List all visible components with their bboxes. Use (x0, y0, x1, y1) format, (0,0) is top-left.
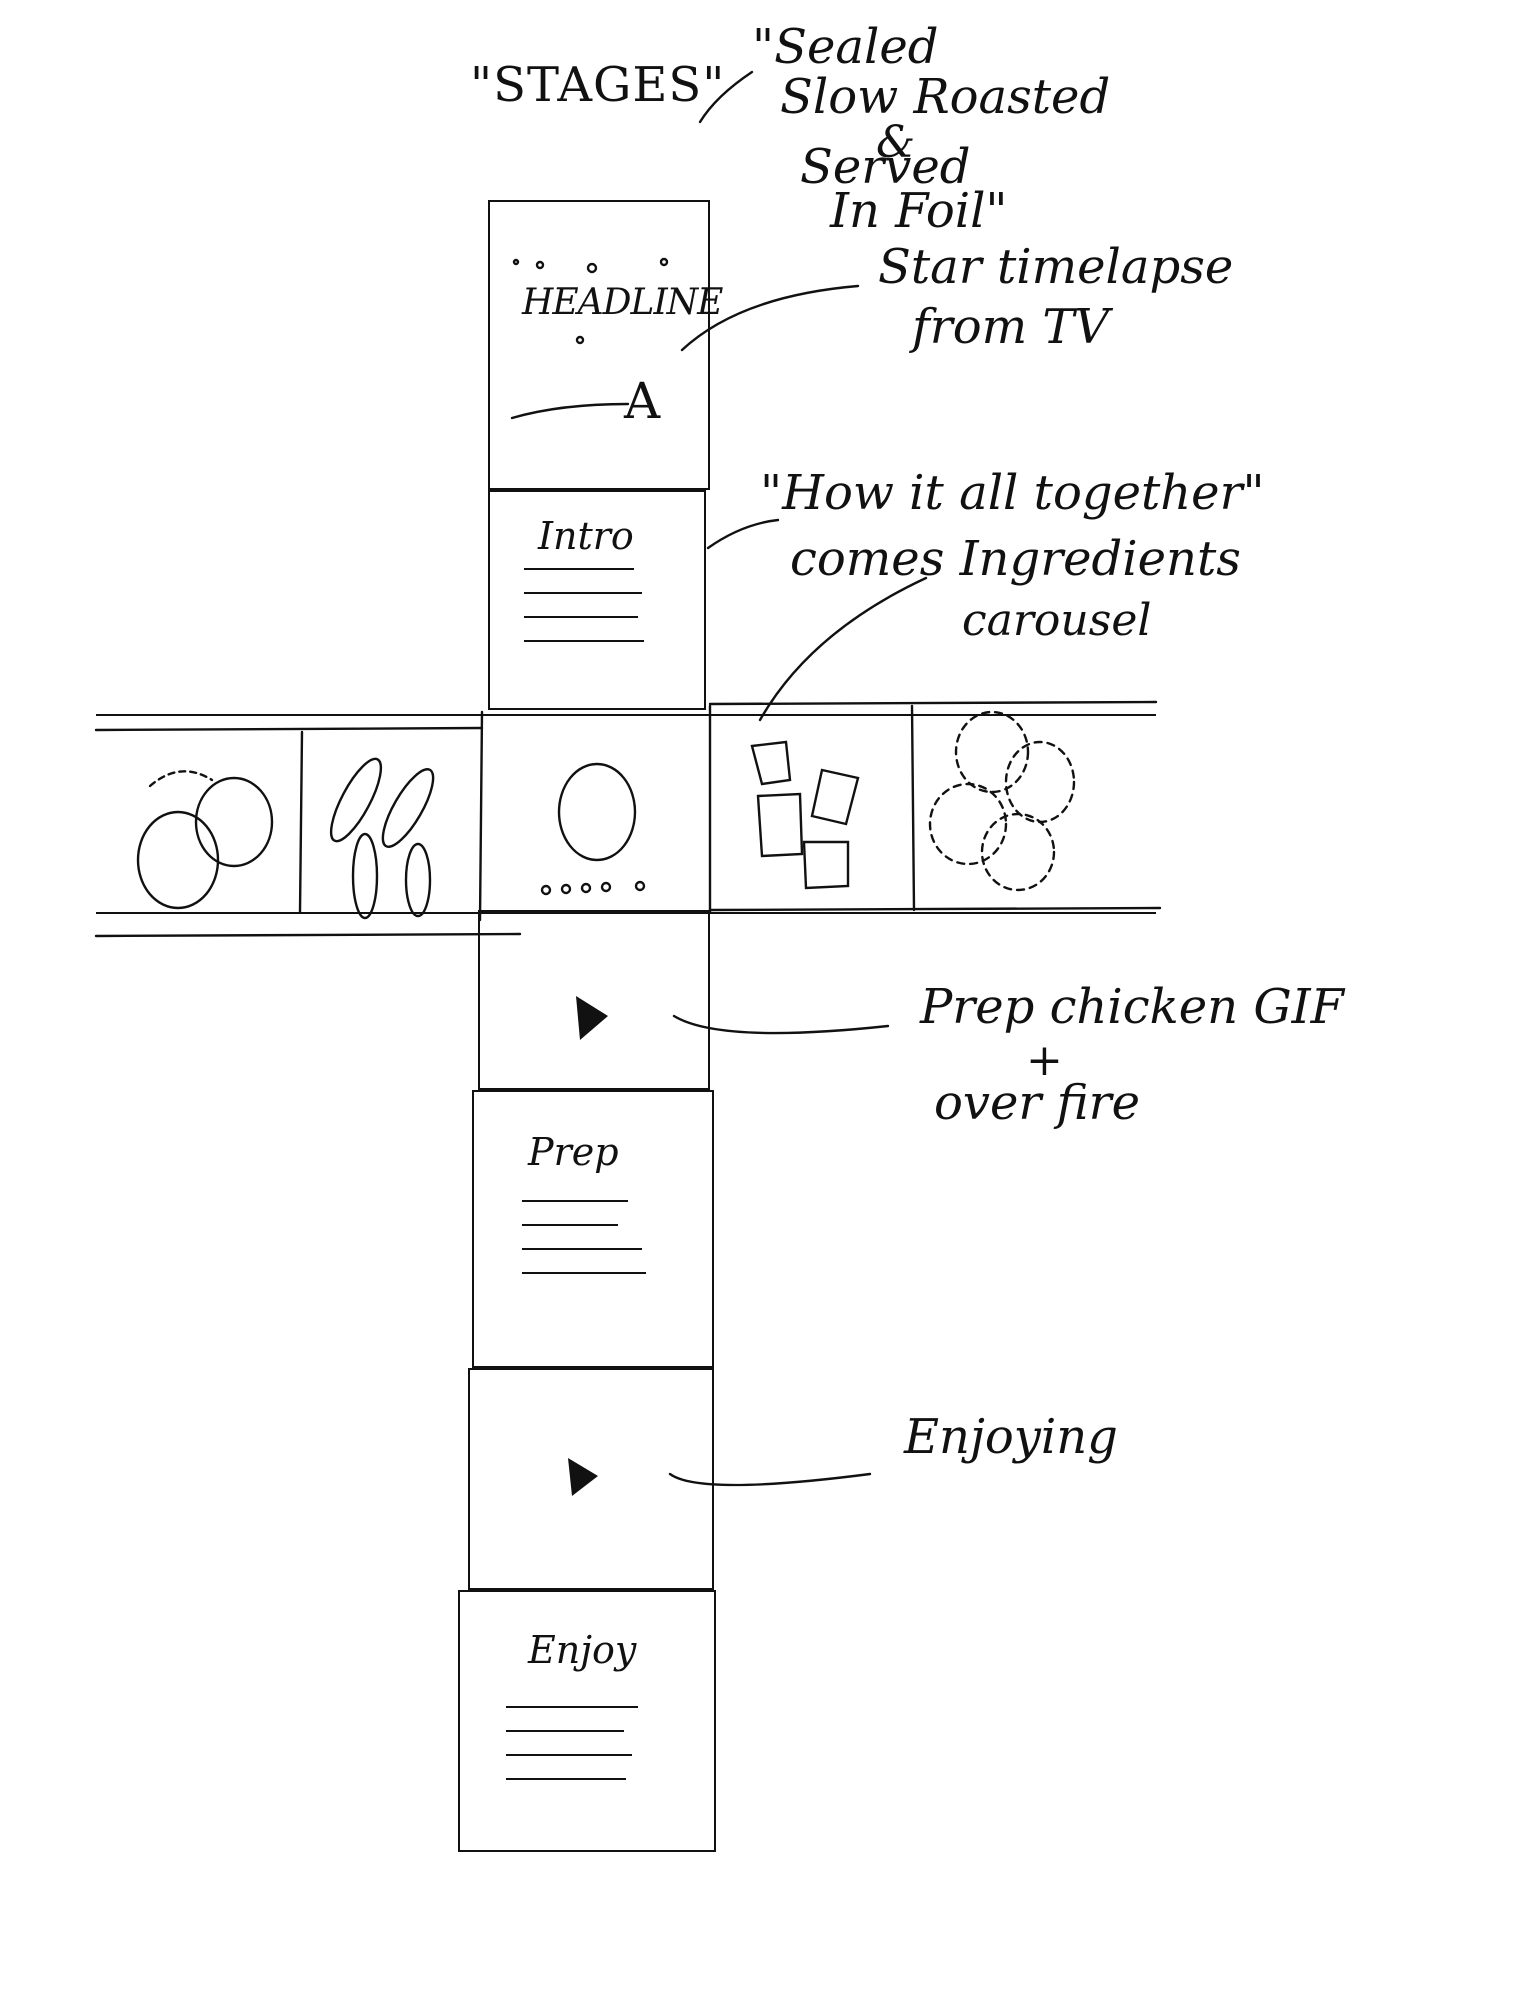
headline-panel (488, 200, 710, 490)
enjoy-text-lines (506, 1706, 638, 1802)
sealed-note-line3: & (876, 117, 916, 168)
headline-text: HEADLINE (522, 282, 723, 323)
play-panel-prep-gif[interactable] (478, 910, 710, 1090)
stages-connector (698, 70, 754, 124)
prep-gif-note-line1: Prep chicken GIF (920, 979, 1344, 1035)
sealed-note-line4: Served (800, 139, 971, 195)
prep-panel (472, 1090, 714, 1368)
enjoy-label: Enjoy (528, 1628, 637, 1672)
carousel-connector (758, 576, 928, 722)
play-icon (568, 1458, 598, 1496)
enjoy-panel (458, 1590, 716, 1852)
prep-gif-note-line3: over fire (934, 1075, 1140, 1131)
prep-gif-connector (672, 1014, 890, 1035)
prep-text-lines (522, 1200, 652, 1296)
intro-label: Intro (538, 514, 634, 558)
intro-connector (706, 518, 780, 550)
stages-note: "STAGES" (470, 57, 726, 113)
play-icon (576, 996, 608, 1040)
prep-label: Prep (528, 1130, 619, 1174)
star-note-line2: from TV (912, 299, 1110, 355)
carousel-dots-icon (540, 880, 646, 896)
intro-panel (488, 490, 706, 710)
enjoying-connector (668, 1472, 872, 1487)
how-note-line2: comes Ingredients (790, 531, 1241, 587)
sealed-note-line2: Slow Roasted (780, 69, 1111, 125)
star-note-line1: Star timelapse (878, 239, 1234, 295)
sealed-note-line5: In Foil" (830, 183, 1008, 239)
play-panel-enjoying[interactable] (468, 1368, 714, 1590)
enjoying-note: Enjoying (904, 1409, 1118, 1465)
headline-a-icon: A (624, 372, 661, 430)
prep-gif-note-line2: + (1026, 1035, 1063, 1086)
how-note-line1: "How it all together" (760, 465, 1265, 521)
ingredients-carousel[interactable] (96, 714, 1156, 914)
star-connector (680, 284, 860, 352)
sealed-note-line1: "Sealed (752, 19, 939, 75)
carousel-note: carousel (962, 595, 1152, 646)
intro-text-lines (524, 568, 644, 664)
